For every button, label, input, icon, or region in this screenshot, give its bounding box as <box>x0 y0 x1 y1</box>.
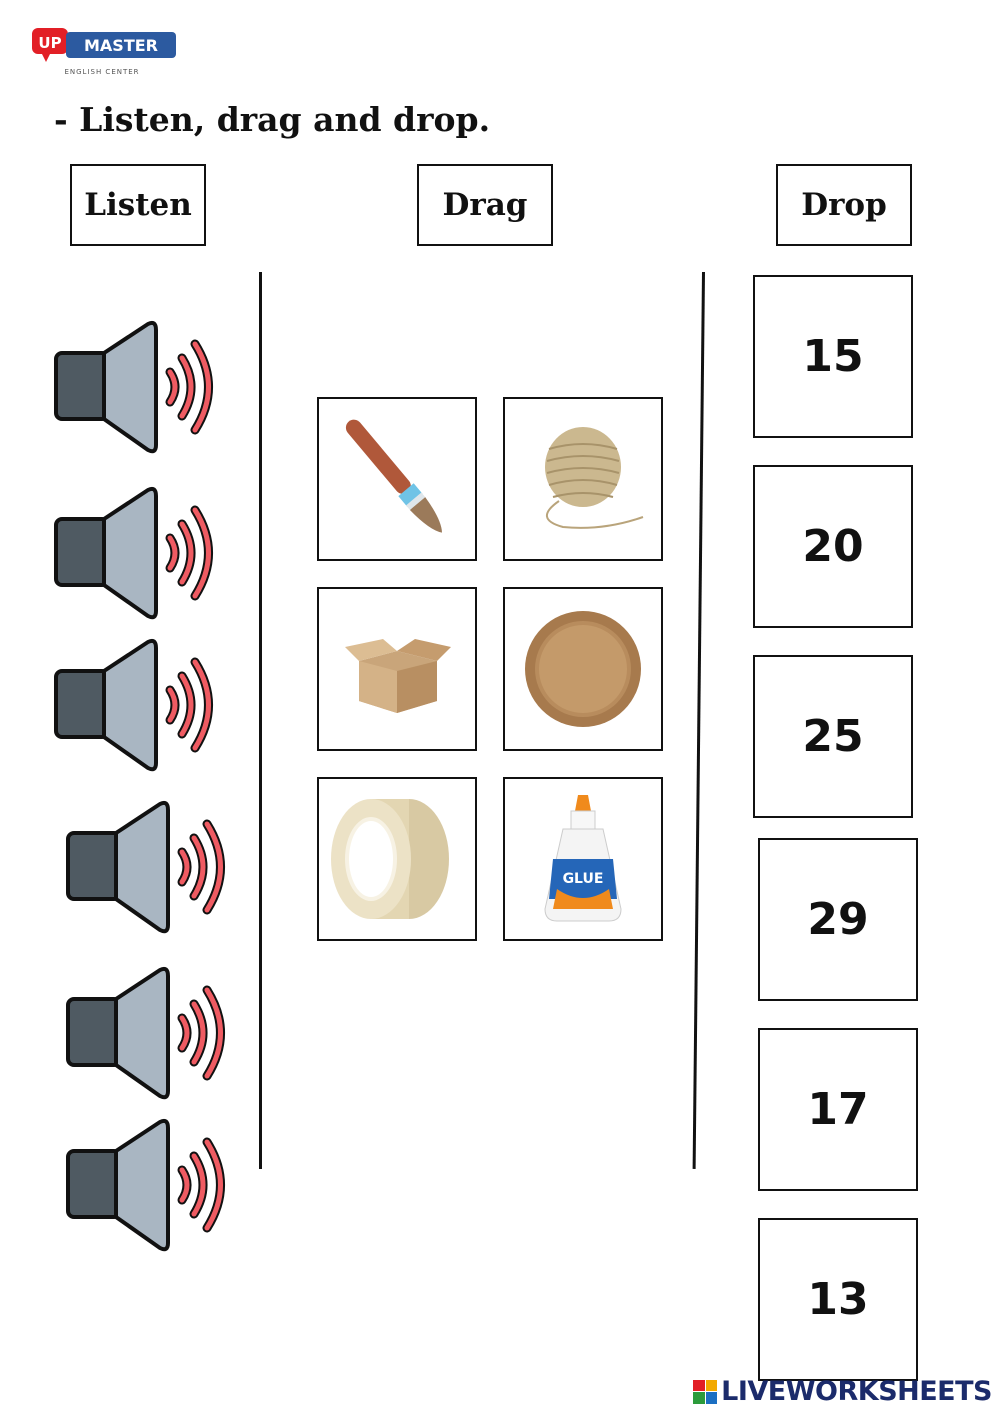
logo-name: MASTER <box>84 36 158 55</box>
glue-label: GLUE <box>563 871 604 887</box>
tape-tile[interactable] <box>317 777 477 941</box>
paintbrush-tile[interactable] <box>317 397 477 561</box>
cardboard-box-icon <box>345 639 451 713</box>
speaker-icon[interactable] <box>52 320 227 455</box>
paper-plate-icon <box>525 611 641 727</box>
liveworksheets-logo-icon <box>693 1379 718 1404</box>
box-tile[interactable] <box>317 587 477 751</box>
left-divider <box>259 272 262 1169</box>
drop-target-4[interactable]: 29 <box>758 838 918 1001</box>
drop-target-1[interactable]: 15 <box>753 275 913 438</box>
twine-ball-icon <box>545 427 644 529</box>
logo-prefix: UP <box>38 34 61 52</box>
masking-tape-icon <box>331 799 449 919</box>
glue-tile[interactable]: GLUE <box>503 777 663 941</box>
plate-tile[interactable] <box>503 587 663 751</box>
right-divider <box>692 271 705 1169</box>
liveworksheets-brand: LIVEWORKSHEETS <box>693 1376 992 1407</box>
listen-header: Listen <box>70 164 206 246</box>
twine-tile[interactable] <box>503 397 663 561</box>
logo-subtitle: ENGLISH CENTER <box>64 68 139 76</box>
drop-target-5[interactable]: 17 <box>758 1028 918 1191</box>
speaker-icon[interactable] <box>64 1118 239 1253</box>
speaker-icon[interactable] <box>64 966 239 1101</box>
paintbrush-icon <box>345 419 442 533</box>
drag-header: Drag <box>417 164 553 246</box>
drop-target-3[interactable]: 25 <box>753 655 913 818</box>
drop-header: Drop <box>776 164 912 246</box>
footer-brand-text: LIVEWORKSHEETS <box>721 1376 992 1407</box>
speaker-icon[interactable] <box>52 486 227 621</box>
speaker-icon[interactable] <box>52 638 227 773</box>
drop-target-2[interactable]: 20 <box>753 465 913 628</box>
up-master-logo: UP MASTER ENGLISH CENTER <box>30 26 180 80</box>
speaker-icon[interactable] <box>64 800 239 935</box>
instruction-text: - Listen, drag and drop. <box>54 100 491 139</box>
drop-target-6[interactable]: 13 <box>758 1218 918 1381</box>
glue-bottle-icon: GLUE <box>544 795 622 922</box>
